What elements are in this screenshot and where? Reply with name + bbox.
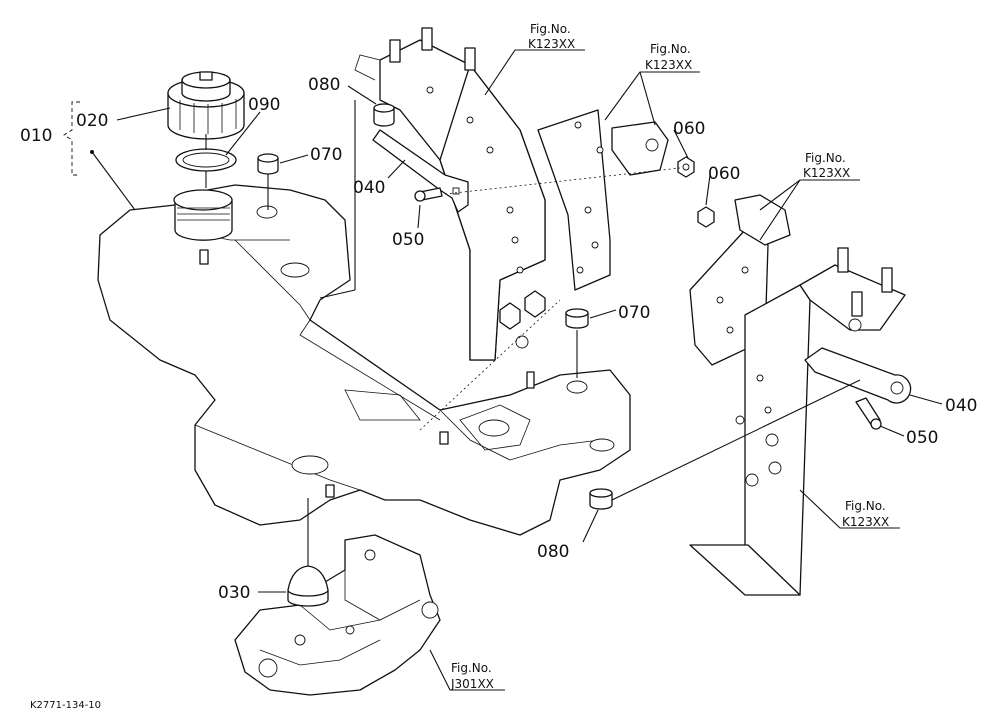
drawing-code: K2771-134-10 <box>30 700 101 711</box>
fig-ref-3-label: Fig.No. <box>805 151 846 165</box>
tank-cap-020 <box>167 71 245 140</box>
fig-ref-2-label: Fig.No. <box>650 42 691 56</box>
callout-labels: 010 020 090 070 080 040 050 060 060 070 … <box>20 75 977 603</box>
figure-references: Fig.No. K123XX Fig.No. K123XX Fig.No. K1… <box>450 22 889 691</box>
fig-ref-4-label: Fig.No. <box>845 499 886 513</box>
callout-040-left: 040 <box>353 178 385 198</box>
callout-070-top: 070 <box>310 145 342 165</box>
callout-010: 010 <box>20 126 52 146</box>
cushion-070-top <box>257 153 279 175</box>
hydraulic-housing <box>234 534 441 696</box>
fig-ref-2-code: K123XX <box>645 58 692 72</box>
bracket-right <box>689 194 906 596</box>
bolt-050-right <box>855 397 882 430</box>
nut-060-a <box>677 156 695 178</box>
callout-020: 020 <box>76 111 108 131</box>
fig-ref-1-code: K123XX <box>528 37 575 51</box>
fig-ref-3-code: K123XX <box>803 166 850 180</box>
fig-ref-5-code: J301XX <box>450 677 494 691</box>
callout-040-right: 040 <box>945 396 977 416</box>
strap-040-right <box>804 347 912 404</box>
callout-080-top: 080 <box>308 75 340 95</box>
nut-060-b <box>697 206 715 228</box>
fig-ref-1-label: Fig.No. <box>530 22 571 36</box>
bolt-050-left <box>414 187 443 202</box>
callout-030: 030 <box>218 583 250 603</box>
leader-lines <box>63 85 943 593</box>
cushion-080-bottom <box>589 488 613 510</box>
gasket-090 <box>175 148 237 172</box>
bracket-plate-middle <box>537 109 669 291</box>
callout-070-middle: 070 <box>618 303 650 323</box>
figure-ref-leaders <box>429 49 900 691</box>
callout-090: 090 <box>248 95 280 115</box>
fig-ref-4-code: K123XX <box>842 515 889 529</box>
cushion-070-middle <box>565 308 589 329</box>
fuel-tank <box>97 184 631 536</box>
strap-040-left <box>372 129 469 213</box>
callout-050-left: 050 <box>392 230 424 250</box>
cushion-080-top <box>373 103 395 127</box>
cap-030 <box>287 565 329 607</box>
callout-080-bottom: 080 <box>537 542 569 562</box>
callout-050-right: 050 <box>906 428 938 448</box>
callout-060-a: 060 <box>673 119 705 139</box>
fig-ref-5-label: Fig.No. <box>451 661 492 675</box>
callout-060-b: 060 <box>708 164 740 184</box>
